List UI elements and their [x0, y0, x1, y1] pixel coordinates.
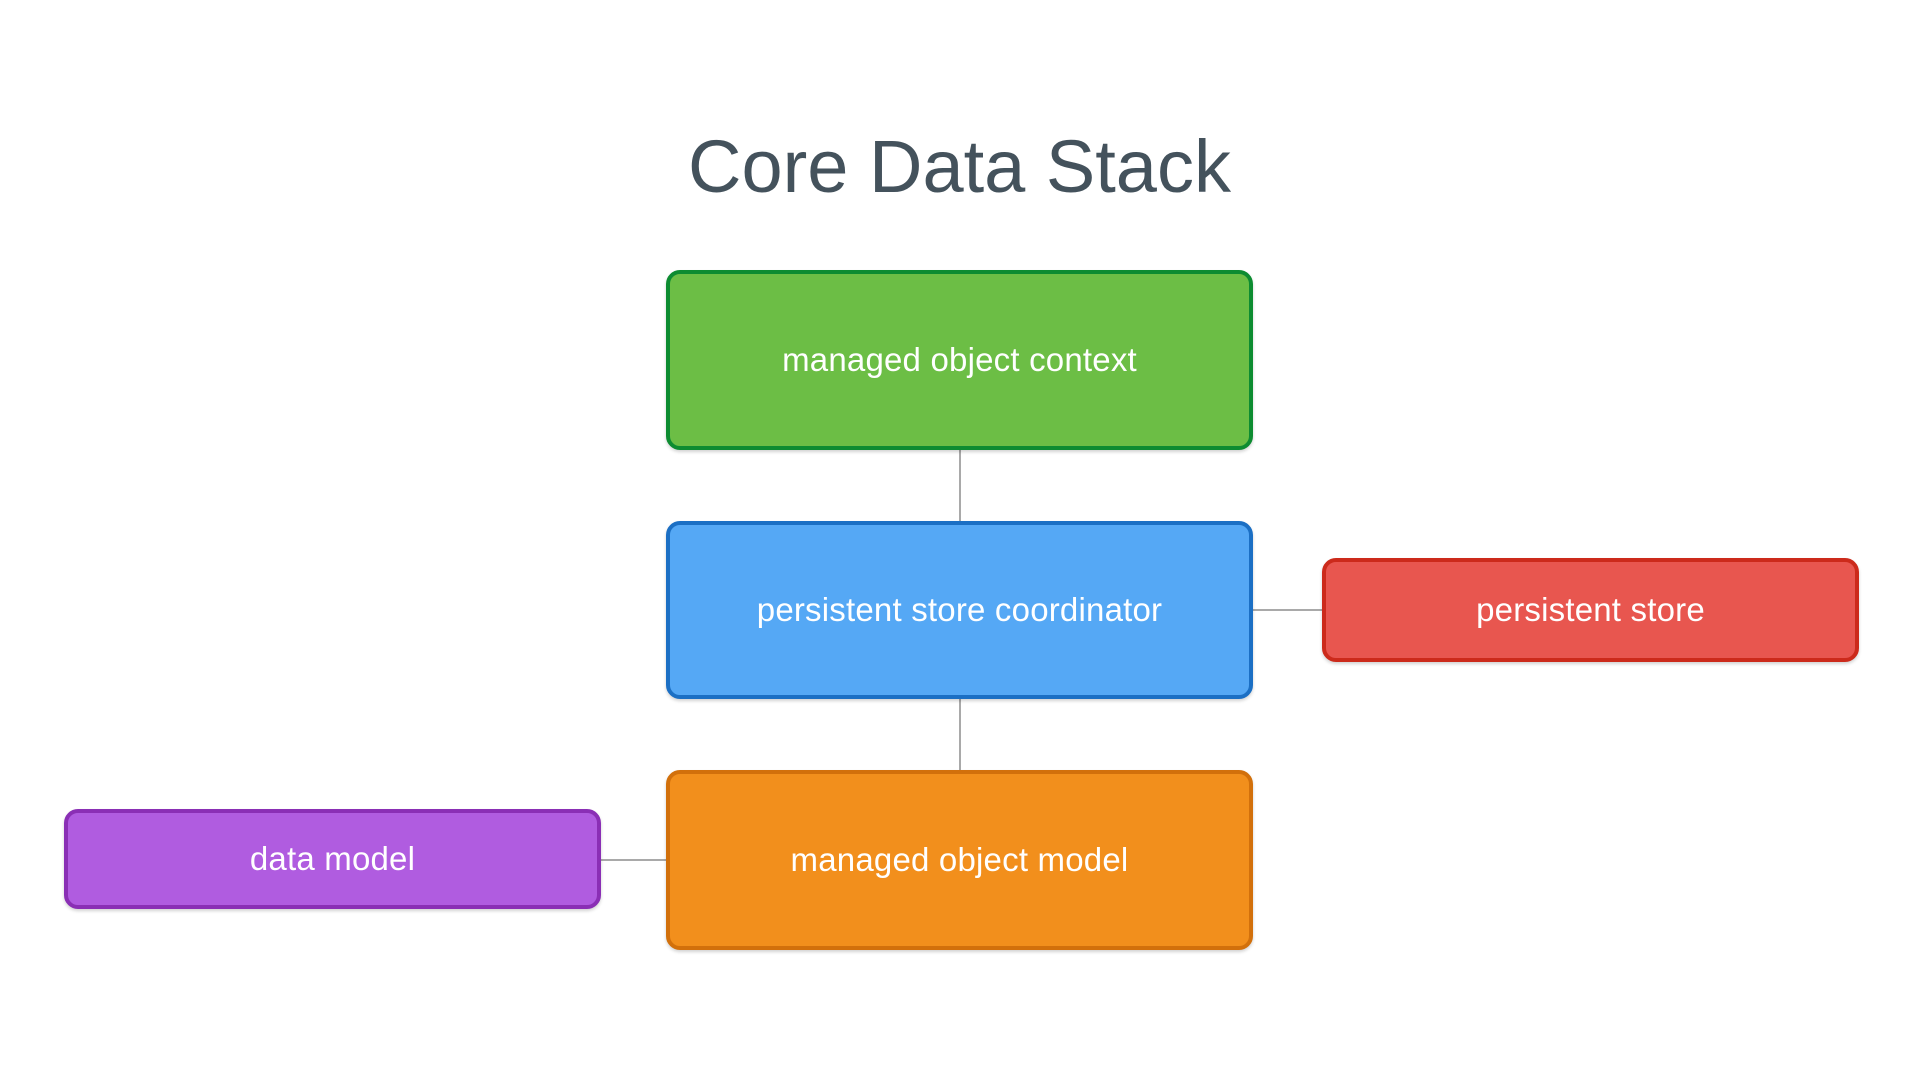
- node-label-managed-object-model: managed object model: [790, 841, 1129, 878]
- page-title: Core Data Stack: [688, 125, 1231, 208]
- node-managed-object-model[interactable]: managed object model: [666, 770, 1253, 950]
- node-label-persistent-store: persistent store: [1476, 591, 1705, 628]
- connector-data-model-to-managed-object-model: [601, 859, 667, 861]
- node-label-data-model: data model: [249, 840, 416, 877]
- node-persistent-store[interactable]: persistent store: [1322, 558, 1859, 662]
- node-label-managed-object-context: managed object context: [782, 341, 1137, 378]
- node-data-model[interactable]: data model: [64, 809, 601, 909]
- connector-managed-object-context-to-persistent-store-coordinator: [959, 449, 961, 522]
- node-managed-object-context[interactable]: managed object context: [666, 270, 1253, 450]
- node-label-persistent-store-coordinator: persistent store coordinator: [756, 591, 1163, 628]
- connector-persistent-store-coordinator-to-managed-object-model: [959, 698, 961, 771]
- node-persistent-store-coordinator[interactable]: persistent store coordinator: [666, 521, 1253, 699]
- connector-persistent-store-coordinator-to-persistent-store: [1253, 609, 1323, 611]
